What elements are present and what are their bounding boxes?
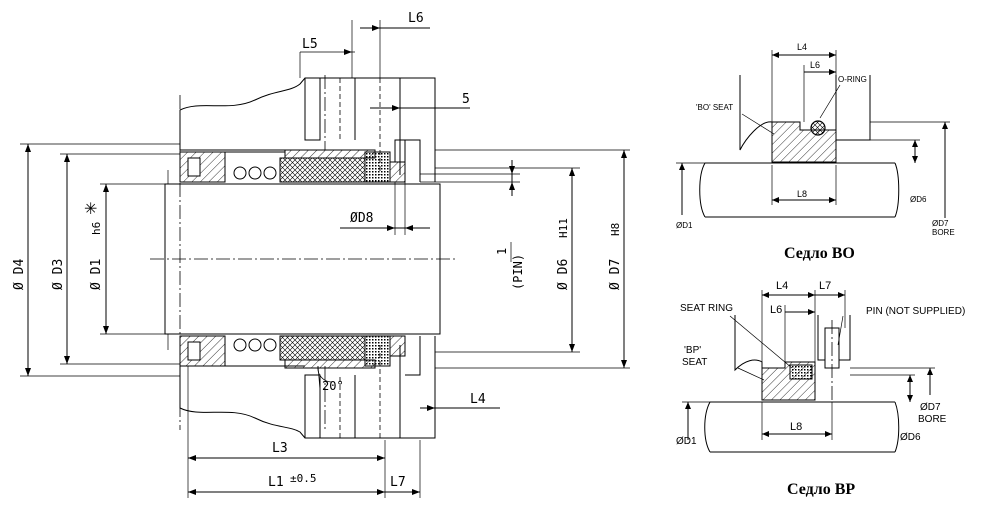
label-h11: H11 — [557, 218, 570, 238]
bp-label-d7: ØD7 — [920, 402, 941, 413]
label-d8: ØD8 — [350, 211, 373, 226]
bp-label-bore: BORE — [918, 414, 947, 425]
bp-label-l4: L4 — [776, 280, 788, 292]
label-l1-tolerance: ±0.5 — [290, 472, 317, 485]
bo-seat-detail: L4 L6 O-RING 'BO' SEAT ØD1 L8 ØD6 ØD7 BO… — [676, 42, 955, 262]
label-l4: L4 — [470, 392, 486, 407]
right-diameter-dimensions — [420, 149, 630, 369]
main-seal-drawing: L6 L5 5 ØD8 1 (PIN) Ø D4 Ø D3 Ø D1 h6 ✳ … — [12, 11, 630, 498]
label-asterisk: ✳ — [84, 201, 97, 218]
bo-label-l4: L4 — [797, 42, 807, 52]
bottom-dimensions — [187, 365, 500, 498]
label-l1: L1 — [268, 475, 284, 490]
bo-label-l8: L8 — [797, 189, 807, 199]
label-angle: 20° — [322, 379, 344, 393]
label-pin: (PIN) — [511, 254, 525, 290]
label-d3: Ø D3 — [51, 259, 66, 290]
bo-label-oring: O-RING — [838, 75, 867, 84]
label-l5: L5 — [302, 37, 318, 52]
label-d7: Ø D7 — [608, 259, 623, 290]
bp-label-l7: L7 — [819, 280, 831, 292]
bo-caption: Седло ВО — [784, 245, 855, 262]
bp-label-d6: ØD6 — [900, 432, 921, 443]
bp-label-l8: L8 — [790, 421, 802, 433]
shaft — [150, 170, 455, 350]
label-d6: Ø D6 — [556, 259, 571, 290]
left-diameter-dimensions — [20, 143, 180, 377]
bo-label-l6: L6 — [810, 60, 820, 70]
label-h8: H8 — [609, 223, 622, 236]
bo-label-d6: ØD6 — [910, 195, 927, 204]
label-5: 5 — [462, 92, 470, 107]
bp-caption: Седло ВР — [787, 481, 855, 498]
top-dimensions — [299, 20, 470, 140]
bp-label-seat: SEAT — [682, 357, 707, 368]
bp-label-d1: ØD1 — [676, 436, 697, 447]
housing-lower — [179, 336, 436, 439]
bp-label-pin-note: PIN (NOT SUPPLIED) — [866, 306, 965, 317]
bo-label-d7: ØD7 — [932, 219, 949, 228]
bo-label-bo-seat: 'BO' SEAT — [696, 103, 733, 112]
label-pin-1: 1 — [495, 248, 509, 255]
d8-dimension — [340, 182, 430, 235]
bp-label-l6: L6 — [770, 304, 782, 316]
label-d4: Ø D4 — [12, 259, 27, 290]
bo-label-d1: ØD1 — [676, 221, 693, 230]
label-l3: L3 — [272, 441, 288, 456]
bo-label-bore: BORE — [932, 228, 955, 237]
label-l7: L7 — [390, 475, 406, 490]
bp-label-seat-ring: SEAT RING — [680, 303, 733, 314]
label-h6: h6 — [90, 222, 103, 235]
bp-label-bp: 'BP' — [684, 345, 701, 356]
seal-lower-section — [179, 335, 406, 369]
seal-upper-section — [179, 139, 406, 183]
label-d1: Ø D1 — [89, 259, 104, 290]
bp-seat-detail: L4 L7 L6 SEAT RING PIN (NOT SUPPLIED) 'B… — [676, 280, 965, 498]
label-l6: L6 — [408, 11, 424, 26]
